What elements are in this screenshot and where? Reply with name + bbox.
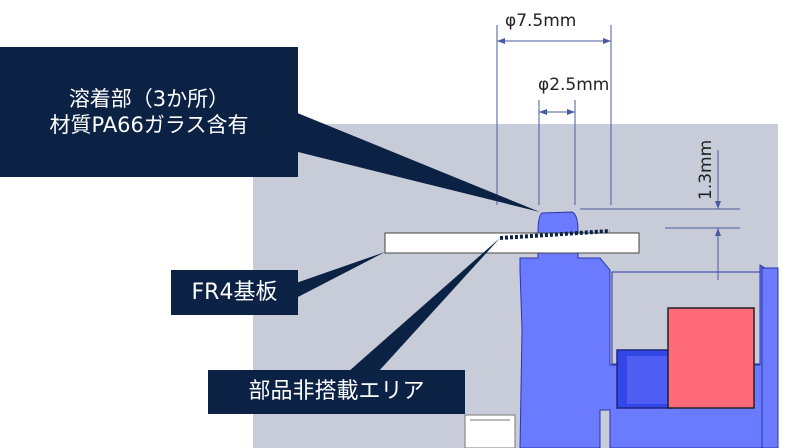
- welded-pointer: [290, 110, 540, 212]
- arrow-outer-right: [603, 38, 611, 44]
- arrow-outer-left: [497, 38, 505, 44]
- dim-height-label: 1.3mm: [696, 140, 716, 200]
- fr4-board: [384, 232, 640, 254]
- dim-pin-label: φ2.5mm: [538, 75, 609, 95]
- callout-fr4-board: FR4基板: [171, 270, 298, 315]
- no-mount-hatch: [499, 229, 611, 240]
- callout-nomount-label: 部品非搭載エリア: [248, 379, 425, 405]
- callout-fr4-label: FR4基板: [191, 279, 278, 305]
- nomount-pointer: [348, 238, 500, 372]
- dim-outer-label: φ7.5mm: [505, 11, 576, 31]
- callout-welded-line1: 溶着部（3か所）: [68, 86, 230, 111]
- callout-welded-line2: 材質PA66ガラス含有: [49, 113, 249, 137]
- arrow-pin-right: [567, 109, 575, 115]
- arrow-height-bottom: [715, 228, 721, 236]
- arrow-pin-left: [539, 109, 547, 115]
- red-component: [667, 307, 755, 409]
- arrow-height-top: [715, 201, 721, 209]
- callout-no-mount-area: 部品非搭載エリア: [208, 370, 465, 414]
- blue-component-highlight: [627, 356, 667, 404]
- housing-bracket: [761, 267, 779, 448]
- fr4-pointer: [296, 252, 385, 298]
- callout-welded-part: 溶着部（3か所） 材質PA66ガラス含有: [0, 47, 298, 177]
